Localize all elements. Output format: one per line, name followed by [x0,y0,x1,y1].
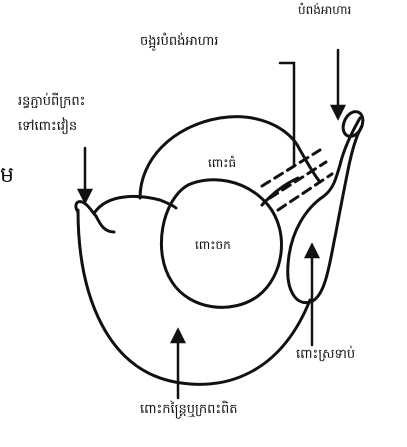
label-reticulum: ពោះចក [195,238,231,252]
esophagus-opening [339,108,366,139]
label-edge-fragment: ម [0,163,14,189]
left-lobe-top [95,196,176,212]
pointer-sphincter-bracket [280,63,294,165]
pointer-abomasum-head [306,245,318,257]
label-reticulo-omasal-line2: ទៅពោះវៀន [18,119,77,135]
label-omasum: ពោះកន្ត្រៃឬក្រពះពិត [140,402,238,418]
label-abomasum: ពោះស្រទាប់ [296,347,355,363]
left-opening-tube [76,202,114,232]
sphincter-dash-3 [278,174,332,210]
label-reticulo-omasal-line1: រន្ធភ្ជាប់ពីក្រពះ [18,94,85,110]
label-esophagus: បំពង់អាហារ [298,3,351,17]
label-rumen: ពោះធំ [208,156,236,170]
pointer-esophagus-head [332,106,344,118]
label-esophageal-sphincter: ចង្អូរបំពង់អាហារ [140,34,218,50]
pointer-omasum-head [172,330,184,342]
lower-sac-outline [78,210,310,384]
